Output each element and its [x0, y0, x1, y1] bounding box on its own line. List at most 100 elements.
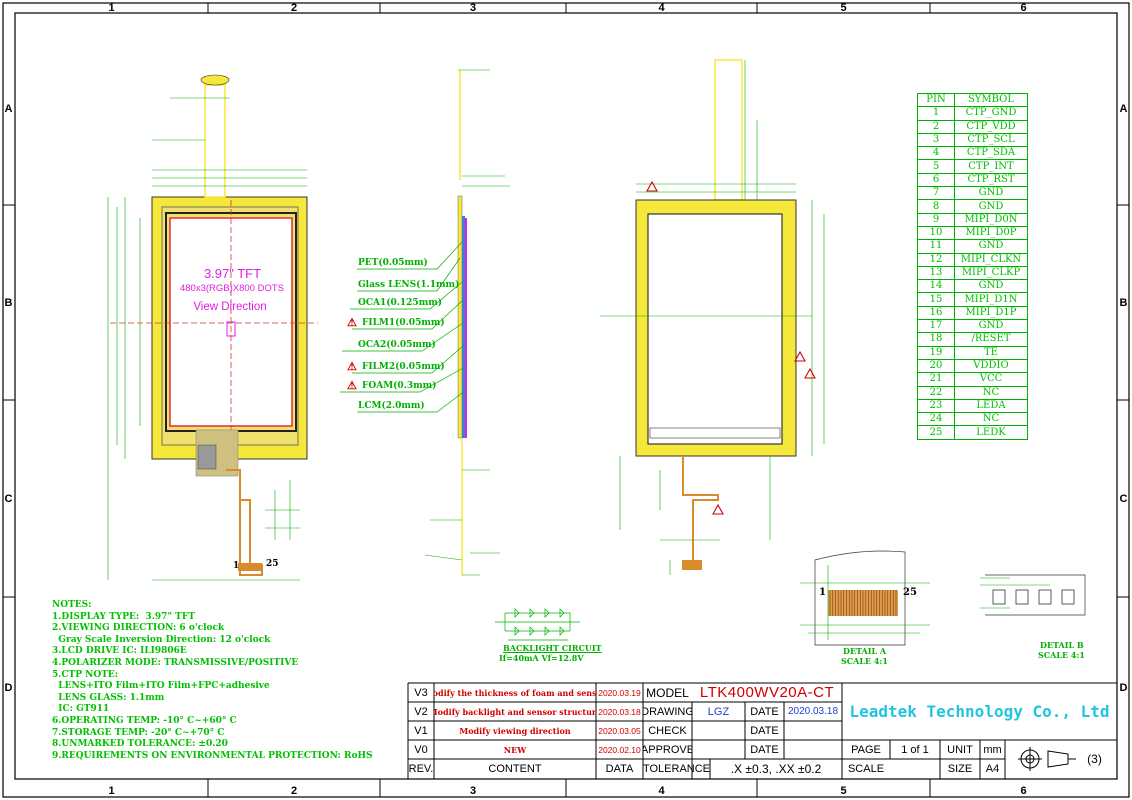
pin-number: 7	[917, 186, 955, 201]
warning-marks	[646, 180, 816, 515]
front-fpc-tail	[226, 469, 263, 576]
stack-layer-label: LCM(2.0mm)	[358, 401, 425, 411]
revision-date: 2020.02.10	[598, 744, 641, 755]
front-fpc-tip	[200, 74, 230, 86]
pin-symbol: LEDA	[954, 398, 1028, 414]
side-view	[340, 69, 580, 641]
pin-symbol: MIPI_D1P	[954, 305, 1028, 321]
notes-title: NOTES:	[52, 600, 92, 610]
pin-number: 10	[917, 225, 955, 241]
symbol-header: SYMBOL	[954, 92, 1028, 108]
zone-column-label: 5	[840, 785, 847, 796]
size-label: SIZE	[947, 763, 973, 775]
zone-column-label: 2	[290, 785, 298, 796]
zone-row-label: B	[1119, 296, 1128, 309]
note-line: 8.UNMARKED TOLERANCE: ±0.20	[52, 739, 228, 750]
pin-symbol: VCC	[954, 372, 1028, 387]
approve-label: APPROVE	[643, 743, 692, 756]
pin-symbol: GND	[954, 186, 1028, 201]
zone-column-label: 5	[840, 2, 847, 13]
zone-column-label: 4	[658, 2, 665, 13]
detail-a-title: DETAIL A	[843, 646, 887, 656]
front-pin-start: 1	[233, 561, 240, 571]
stack-leader-line	[357, 257, 461, 292]
header-rev: REV.	[408, 763, 434, 775]
zone-column-label: 3	[469, 785, 477, 796]
detail-a-pin-end: 25	[903, 587, 917, 598]
pin-symbol: MIPI_CLKP	[954, 265, 1028, 281]
scale-label: SCALE	[847, 763, 885, 775]
zone-column-label: 6	[1020, 2, 1027, 13]
pin-number: 19	[917, 345, 955, 360]
note-line: 5.CTP NOTE:	[52, 669, 119, 680]
revision-date: 2020.03.05	[598, 725, 641, 736]
detail-b-title: DETAIL B	[1040, 640, 1084, 650]
zone-row-label: C	[4, 492, 13, 505]
pin-number: 24	[917, 412, 955, 427]
revision-date: 2020.03.19	[598, 687, 641, 698]
note-line: IC: GT911	[52, 704, 110, 715]
note-line: 1.DISPLAY TYPE: 3.97" TFT	[52, 611, 195, 622]
pin-number: 3	[917, 132, 955, 148]
pin-number: 25	[917, 425, 955, 440]
detail-b	[980, 574, 1086, 616]
stack-layer-label: OCA2(0.05mm)	[358, 340, 436, 350]
zone-column-label: 4	[658, 785, 665, 796]
pin-symbol: CTP_VDD	[954, 119, 1028, 134]
revision-content: Modify backlight and sensor structure	[434, 706, 596, 717]
note-line: 2.VIEWING DIRECTION: 6 o'clock	[52, 623, 225, 634]
pin-symbol: NC	[954, 385, 1028, 400]
backlight-circuit	[495, 608, 580, 641]
pin-symbol: NC	[954, 412, 1028, 427]
approve-date-label: DATE	[750, 743, 779, 756]
stack-leader-line	[352, 299, 464, 330]
pin-symbol: CTP_SDA	[954, 146, 1028, 161]
revision-date: 2020.03.18	[598, 706, 641, 717]
unit-value: mm	[983, 743, 1002, 756]
revision-content: NEW	[503, 744, 527, 755]
pin-symbol: GND	[954, 239, 1028, 254]
pin-number: 4	[917, 146, 955, 161]
pin-symbol: /RESET	[954, 332, 1028, 347]
title-block-lines	[407, 682, 1117, 779]
view-direction-label: View Direction	[193, 301, 267, 313]
zone-column-label: 2	[290, 2, 298, 13]
stack-leader-line	[342, 322, 464, 352]
front-view-arrow	[226, 321, 236, 337]
drawing-date-value: 2020.03.18	[787, 706, 839, 717]
stack-leader-line	[357, 389, 467, 413]
zone-column-label: 1	[108, 2, 115, 13]
pin-row: 18/RESET	[917, 332, 1028, 347]
note-line: LENS GLASS: 1.1mm	[52, 692, 165, 703]
pin-number: 13	[917, 265, 955, 281]
side-lens	[457, 195, 463, 439]
side-film	[462, 216, 465, 438]
warning-icon: ⚠	[347, 379, 357, 392]
pin-number: 6	[917, 172, 955, 188]
note-line: 7.STORAGE TEMP: -20° C~+70° C	[52, 727, 225, 738]
drawing-value: LGZ	[707, 705, 730, 718]
stack-leader-line	[350, 281, 463, 310]
pin-symbol: MIPI_CLKN	[954, 252, 1028, 267]
zone-column-label: 1	[108, 785, 115, 796]
pin-number: 23	[917, 398, 955, 414]
stack-layer-label: Glass LENS(1.1mm)	[358, 280, 460, 290]
pin-number: 16	[917, 305, 955, 321]
